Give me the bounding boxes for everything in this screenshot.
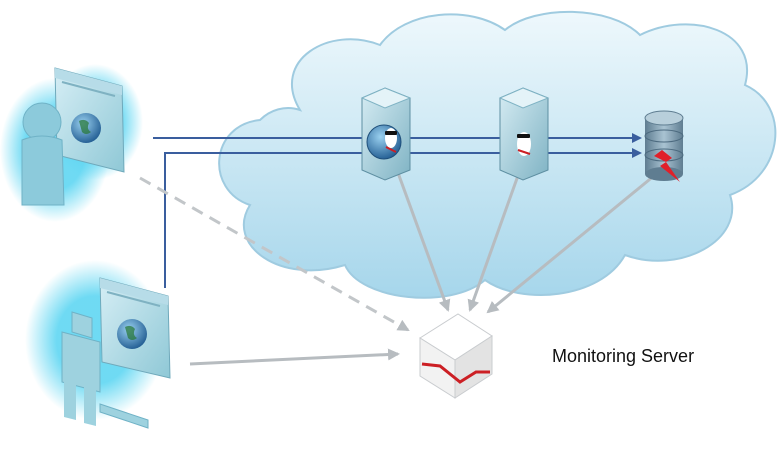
user-desktop-icon [25, 260, 171, 429]
monitor-arrow-desktop-user [189, 348, 400, 366]
database-icon [644, 110, 684, 182]
web-server-icon [360, 87, 412, 181]
monitoring-server-icon [419, 313, 493, 399]
monitoring-server-label: Monitoring Server [552, 346, 695, 366]
monitor-arrow-db [486, 173, 656, 314]
flow-arrow-lower [164, 148, 642, 288]
monitor-arrow-app [467, 169, 522, 312]
monitor-arrow-web [395, 169, 451, 312]
cloud [218, 10, 777, 299]
app-server-icon [498, 87, 550, 181]
user-browser-icon [0, 64, 143, 222]
alert-bolt-icon [654, 150, 680, 182]
monitor-arrow-browser-user [139, 176, 410, 332]
monitor-arrows [139, 169, 656, 366]
